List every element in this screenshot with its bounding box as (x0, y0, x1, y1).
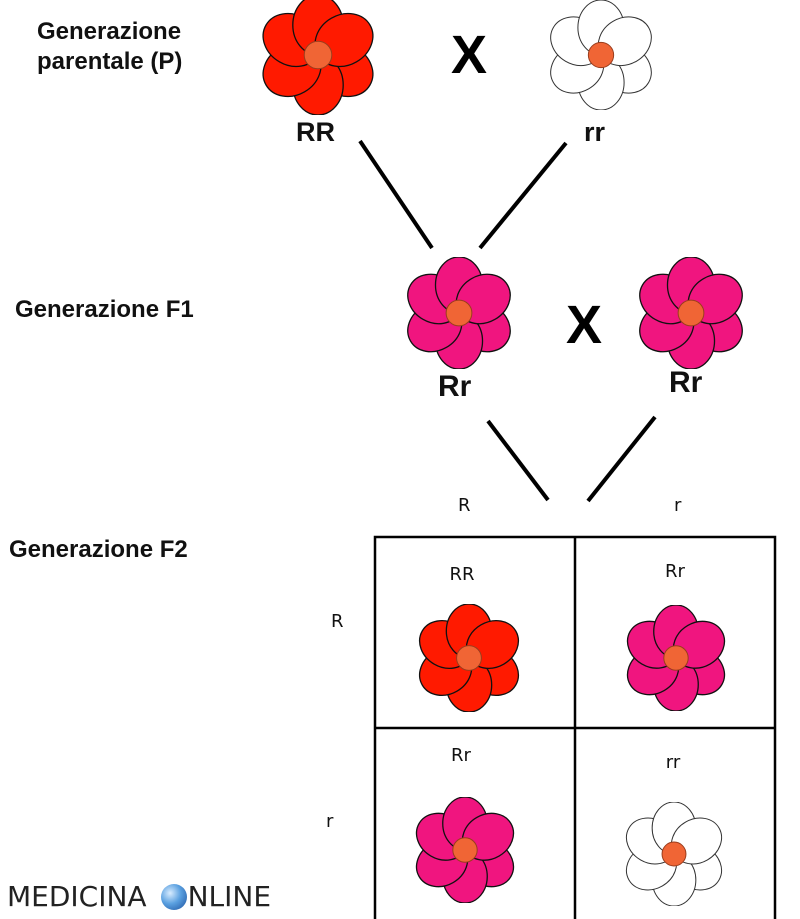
label-gen-p: Generazione parentale (P) (37, 17, 182, 77)
punnett-col-header-2: r (674, 495, 682, 516)
flower-center (456, 645, 482, 671)
flower-parent-white (550, 0, 652, 110)
label-gen-p-line1: Generazione (37, 18, 182, 45)
punnett-cell-genotype: RR (449, 564, 475, 585)
flower-center (587, 41, 615, 69)
label-gen-f2: Generazione F2 (9, 536, 188, 563)
punnett-cell-rr-hetero-2: Rr (375, 728, 575, 919)
f1-genotype-right: Rr (669, 366, 703, 399)
f1-genotype-left: Rr (438, 370, 472, 403)
watermark: MEDICINA NLINE (7, 880, 271, 913)
punnett-cell-rr-hetero-1: Rr (575, 537, 775, 728)
label-gen-p-line2: parentale (P) (37, 48, 183, 75)
watermark-text-1: MEDICINA (7, 880, 147, 913)
flower-center (677, 299, 705, 327)
flower-f1-right (639, 257, 743, 369)
punnett-cell-rr-recessive: rr (575, 728, 775, 919)
line-f1-right (586, 415, 657, 503)
line-f1-left (486, 419, 550, 502)
punnett-row-header-1: R (331, 611, 344, 632)
parent-genotype-left: RR (296, 117, 335, 147)
punnett-cell-genotype: Rr (451, 745, 471, 766)
punnett-cell-genotype: rr (665, 752, 681, 773)
flower-f2-rr-hetero-1 (626, 605, 726, 711)
flower-f1-left (407, 257, 511, 369)
punnett-cell-rr-dominant: RR (375, 537, 575, 728)
punnett-row-header-2: r (326, 811, 334, 832)
punnett-cell-genotype: Rr (665, 561, 685, 582)
flower-center (661, 841, 687, 867)
cross-symbol-p: X (451, 25, 488, 85)
flower-center (452, 837, 478, 863)
punnett-col-header-1: R (458, 495, 471, 516)
flower-f2-rr-hetero-2 (415, 797, 515, 903)
globe-icon (160, 883, 187, 910)
flower-f2-rr (418, 604, 520, 712)
parent-genotype-right: rr (584, 117, 606, 147)
cross-symbol-f1: X (566, 295, 603, 355)
flower-f2-rr-recessive (625, 802, 723, 906)
watermark-text-2: NLINE (187, 880, 272, 913)
line-p-right (478, 141, 568, 250)
flower-parent-red (262, 0, 374, 115)
label-gen-f1: Generazione F1 (15, 296, 194, 323)
flower-center (303, 40, 333, 70)
flower-center (663, 645, 689, 671)
flower-center (445, 299, 473, 327)
line-p-left (358, 139, 434, 250)
